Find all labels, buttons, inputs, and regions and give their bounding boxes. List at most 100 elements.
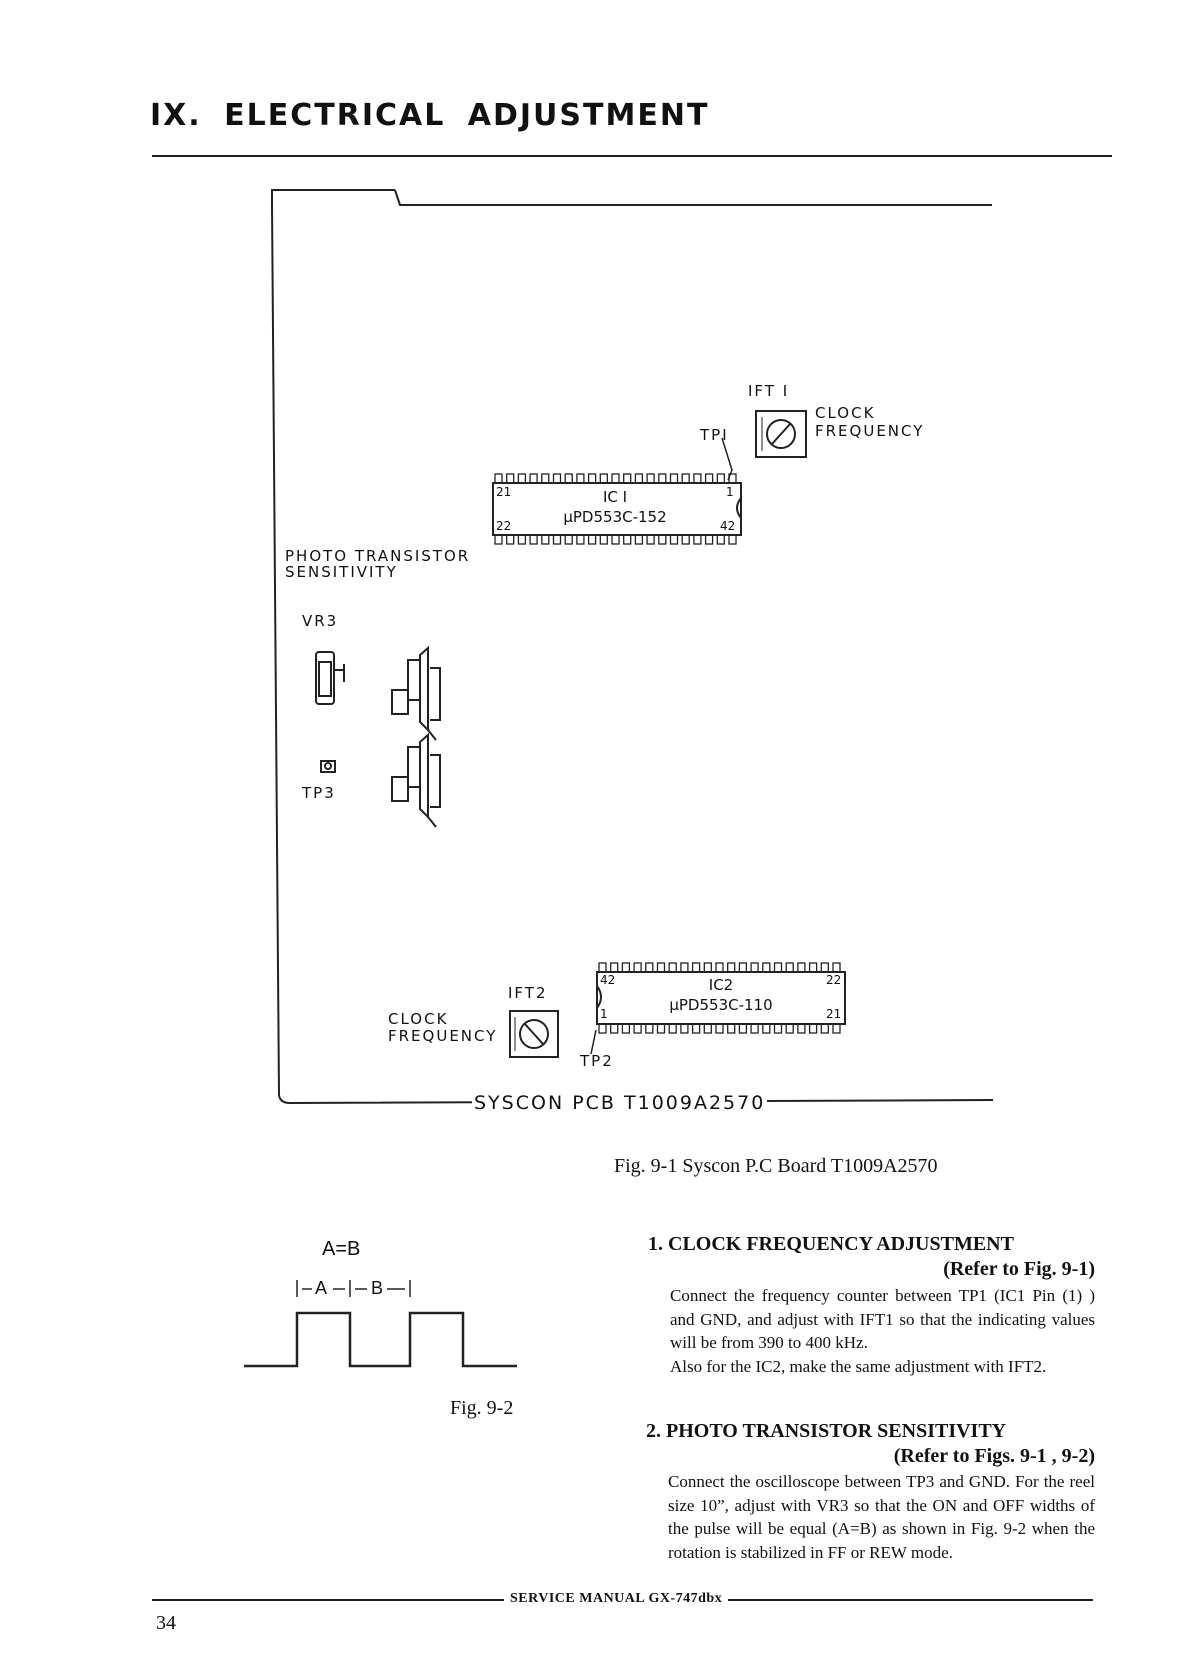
ic-pin-bottom bbox=[681, 534, 690, 545]
ic-pin-bottom bbox=[564, 534, 573, 545]
ic2-pin-42: 42 bbox=[600, 973, 616, 987]
fig-9-2-label-a: A bbox=[315, 1278, 328, 1298]
section-1-title: 1. CLOCK FREQUENCY ADJUSTMENT bbox=[648, 1233, 1014, 1255]
ic-pin-top bbox=[703, 962, 712, 973]
ic-pin-bottom bbox=[658, 534, 667, 545]
ic-pin-top bbox=[680, 962, 689, 973]
ic-pin-bottom bbox=[552, 534, 562, 545]
ic-pin-top bbox=[541, 473, 550, 484]
ic-pin-top bbox=[808, 962, 818, 973]
ic-pin-top bbox=[785, 962, 794, 973]
ic-pin-top bbox=[832, 962, 841, 973]
ic-pin-bottom bbox=[634, 534, 644, 545]
ic2-pin-22: 22 bbox=[826, 973, 842, 987]
ic-pin-bottom bbox=[610, 1023, 619, 1034]
ic-pin-top bbox=[621, 962, 631, 973]
section-2-paragraph: Connect the oscilloscope between TP3 and… bbox=[668, 1472, 1095, 1562]
board-outline bbox=[271, 189, 994, 1105]
ic-pin-bottom bbox=[797, 1023, 806, 1034]
ic-pin-bottom bbox=[820, 1023, 829, 1034]
ic1-pins bbox=[494, 473, 737, 545]
ic-pin-bottom bbox=[529, 534, 538, 545]
ic-pin-top bbox=[587, 473, 597, 484]
ic-pin-top bbox=[517, 473, 527, 484]
ic-pin-bottom bbox=[633, 1023, 642, 1034]
ic-pin-bottom bbox=[715, 1023, 724, 1034]
pcb-name: SYSCON PCB T1009A2570 bbox=[472, 1092, 768, 1114]
ic1-pin-1: 1 bbox=[726, 485, 734, 499]
ic-pin-top bbox=[552, 473, 562, 484]
ic-pin-top bbox=[728, 473, 737, 484]
section-1-body: Connect the frequency counter between TP… bbox=[670, 1284, 1095, 1378]
ic2-name: IC2 bbox=[708, 976, 734, 994]
ic2-notch bbox=[596, 985, 602, 1009]
clock-frequency-top-label: CLOCK FREQUENCY bbox=[815, 404, 925, 440]
title-rule bbox=[152, 155, 1112, 157]
ic-pin-top bbox=[598, 962, 607, 973]
ic-pin-bottom bbox=[773, 1023, 783, 1034]
ic-pin-top bbox=[691, 962, 701, 973]
ic-pin-top bbox=[645, 962, 654, 973]
ic-pin-bottom bbox=[693, 534, 702, 545]
photo-sensor-2 bbox=[391, 732, 441, 828]
ic-pin-top bbox=[797, 962, 806, 973]
ic-pin-bottom bbox=[656, 1023, 666, 1034]
ic-pin-top bbox=[529, 473, 538, 484]
ic2-pins bbox=[598, 962, 841, 1034]
ic-pin-bottom bbox=[762, 1023, 771, 1034]
board-top-edge bbox=[394, 189, 992, 206]
ic2-pin-1: 1 bbox=[600, 1007, 608, 1021]
ic-pin-top bbox=[669, 473, 679, 484]
ic-pin-top bbox=[773, 962, 783, 973]
ift2-body bbox=[509, 1010, 559, 1058]
ic-pin-top bbox=[681, 473, 690, 484]
ic-pin-top bbox=[668, 962, 677, 973]
section-2-body: Connect the oscilloscope between TP3 and… bbox=[668, 1470, 1095, 1564]
photo-transistor-label: PHOTO TRANSISTOR SENSITIVITY bbox=[285, 547, 471, 581]
ic-pin-bottom bbox=[645, 1023, 654, 1034]
pulse-waveform bbox=[244, 1311, 517, 1368]
ic-pin-top bbox=[762, 962, 771, 973]
ic-pin-top bbox=[820, 962, 829, 973]
fig-9-2-caption: Fig. 9-2 bbox=[450, 1397, 514, 1419]
ic2-part: μPD553C-110 bbox=[669, 996, 773, 1014]
ic1-part: μPD553C-152 bbox=[563, 508, 667, 526]
section-2-ref: (Refer to Figs. 9-1 , 9-2) bbox=[893, 1445, 1095, 1467]
ic-pin-bottom bbox=[727, 1023, 736, 1034]
ic-pin-bottom bbox=[611, 534, 620, 545]
ic-pin-top bbox=[610, 962, 619, 973]
photo-sensor-1 bbox=[391, 645, 441, 741]
ic-pin-bottom bbox=[506, 534, 515, 545]
ic2-pin-21: 21 bbox=[826, 1007, 842, 1021]
ic-pin-top bbox=[727, 962, 736, 973]
ic-pin-bottom bbox=[623, 534, 632, 545]
vr3-label: VR3 bbox=[302, 612, 339, 630]
ic1-pin-21: 21 bbox=[496, 485, 512, 499]
ic-pin-top bbox=[738, 962, 748, 973]
ic-pin-top bbox=[494, 473, 503, 484]
ic-pin-bottom bbox=[738, 1023, 748, 1034]
ift1-body bbox=[755, 410, 807, 458]
fig-9-2-label-b: B bbox=[371, 1278, 384, 1298]
footer-manual-title: SERVICE MANUAL GX-747dbx bbox=[504, 1591, 729, 1607]
ic-pin-top bbox=[506, 473, 515, 484]
ic-pin-top bbox=[646, 473, 655, 484]
ic-pin-bottom bbox=[716, 534, 725, 545]
tp1-label: TPI bbox=[700, 426, 729, 444]
ic-pin-bottom bbox=[587, 534, 597, 545]
tp2-leader bbox=[590, 1029, 597, 1055]
ic-pin-top bbox=[564, 473, 573, 484]
ic-pin-top bbox=[634, 473, 644, 484]
page-number: 34 bbox=[156, 1612, 176, 1634]
section-2-title: 2. PHOTO TRANSISTOR SENSITIVITY bbox=[646, 1420, 1007, 1442]
clock-frequency-bottom-label: CLOCK FREQUENCY bbox=[388, 1010, 498, 1045]
ic-pin-bottom bbox=[750, 1023, 759, 1034]
fig-9-1-caption: Fig. 9-1 Syscon P.C Board T1009A2570 bbox=[614, 1155, 938, 1177]
ift2-label: IFT2 bbox=[508, 984, 548, 1002]
ic-pin-bottom bbox=[599, 534, 608, 545]
section-title: IX. ELECTRICAL ADJUSTMENT bbox=[150, 98, 710, 133]
section-1-paragraph: Also for the IC2, make the same adjustme… bbox=[670, 1356, 1047, 1376]
ic-pin-top bbox=[599, 473, 608, 484]
ift1-dial bbox=[766, 419, 796, 449]
ic-pin-bottom bbox=[728, 534, 737, 545]
